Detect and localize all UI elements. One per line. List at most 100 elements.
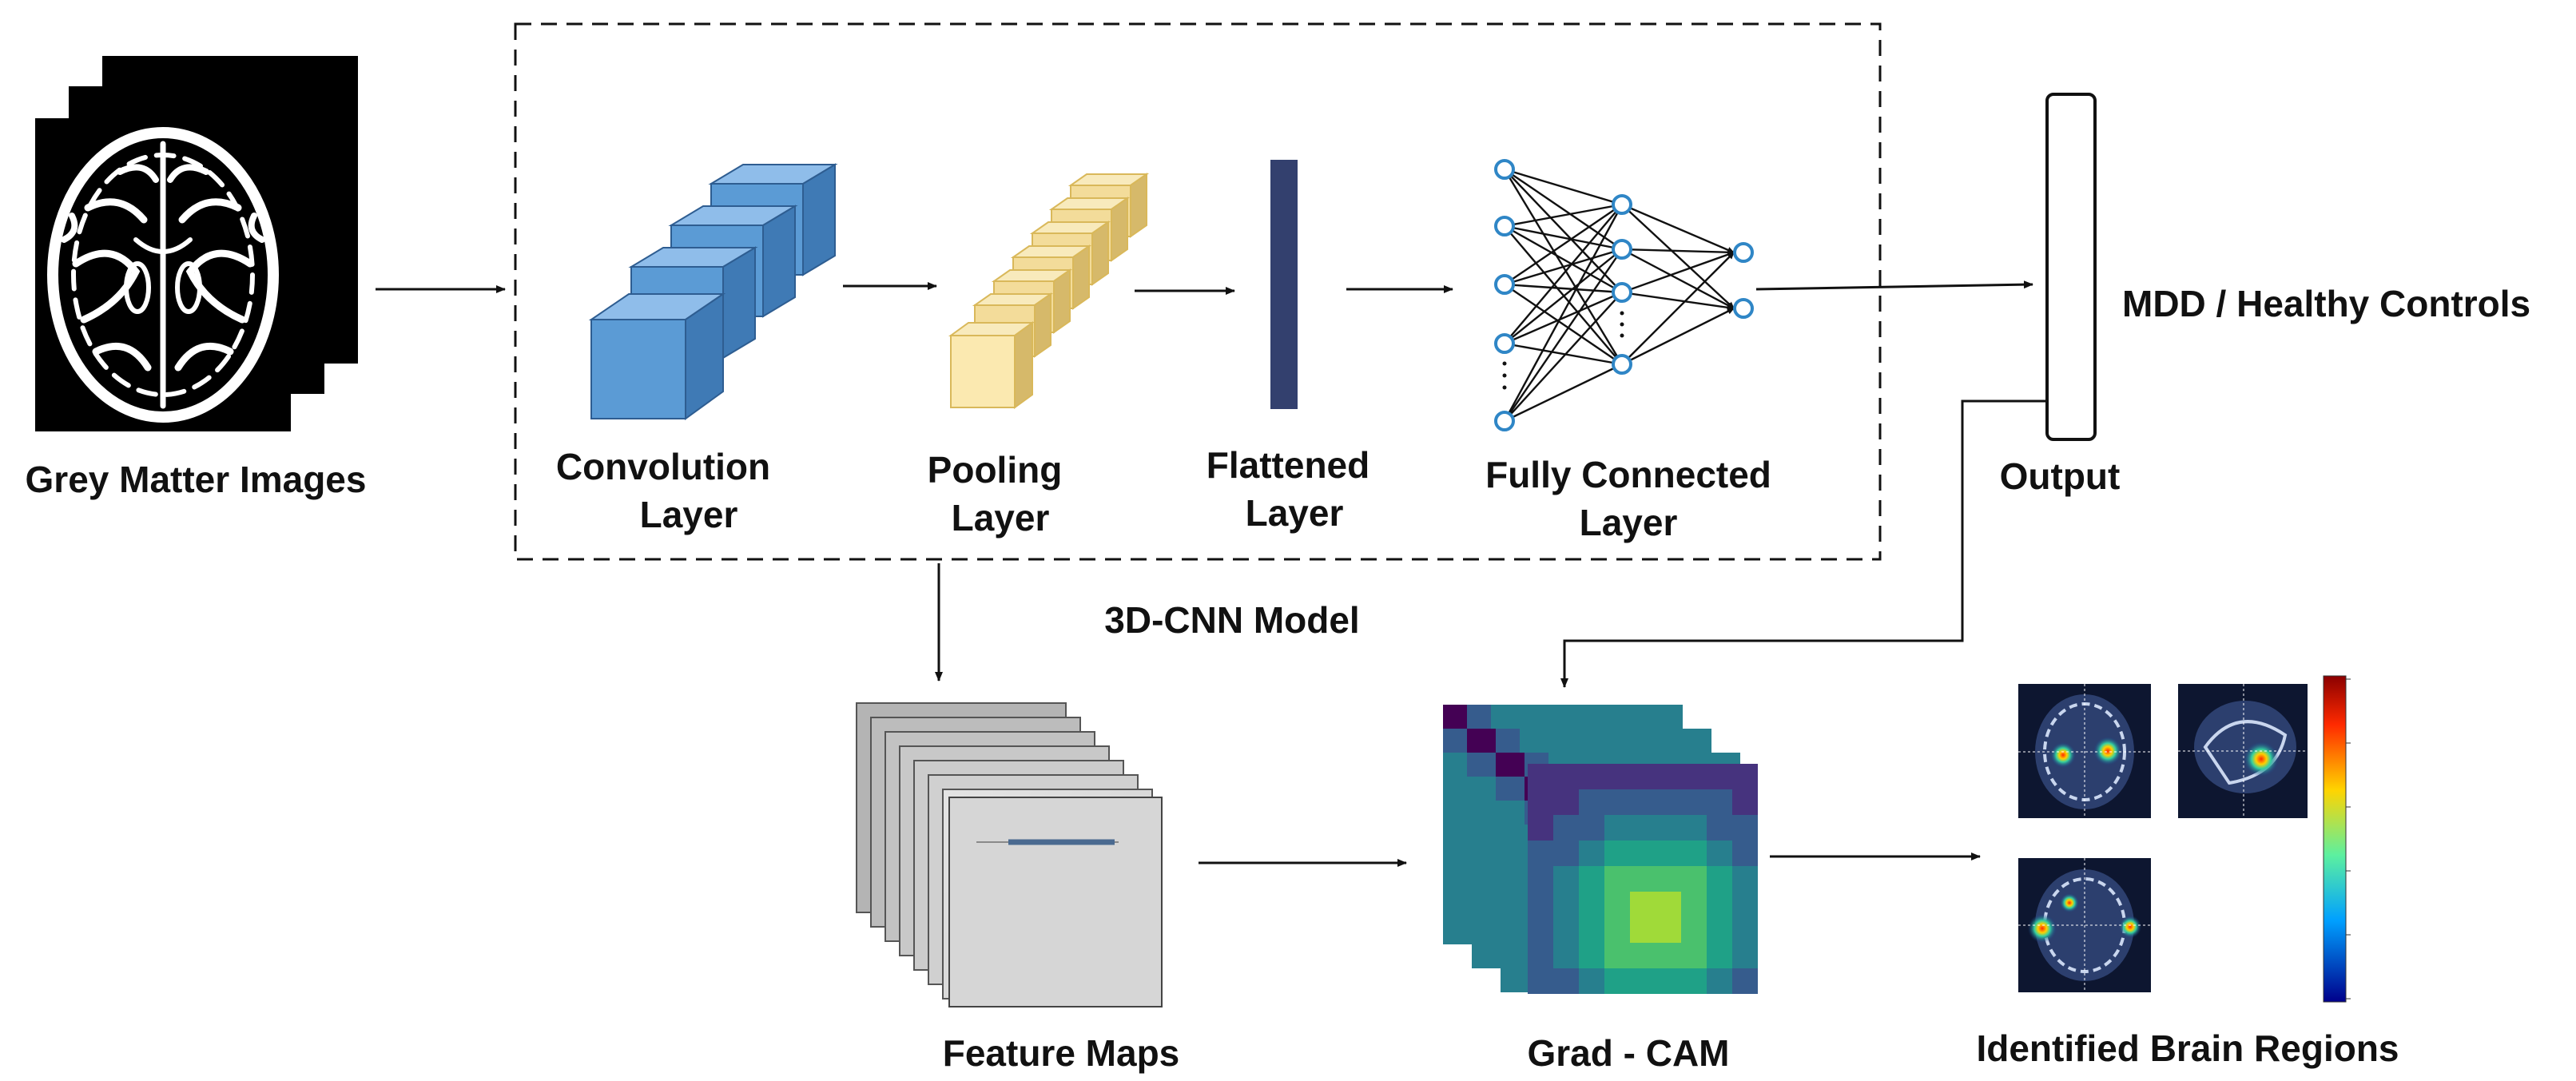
pooling-layer-cubes: [948, 173, 1150, 409]
arrow-fc-to-output: [1755, 280, 2033, 291]
fc-neurons: [1494, 159, 1754, 431]
heatmap-cell: [1604, 841, 1630, 866]
heatmap-cell: [1579, 815, 1604, 841]
pool-cube: [948, 321, 1036, 409]
feature-maps-label: Feature Maps: [943, 1032, 1180, 1074]
neuron-hidden: [1612, 354, 1632, 375]
heatmap-cell: [1491, 705, 1515, 729]
heatmap-cell: [1579, 917, 1604, 943]
heatmap-cell: [1681, 917, 1707, 943]
brain-slice-sagittal: [2178, 684, 2308, 818]
flattened-layer-label-line1: Flattened: [1207, 444, 1369, 486]
heatmap-cell: [1688, 729, 1711, 753]
output-label: Output: [2000, 455, 2121, 497]
heatmap-cell: [1544, 729, 1568, 753]
heatmap-cell: [1553, 815, 1579, 841]
heatmap-cell: [1630, 789, 1656, 815]
heatmap-cell: [1630, 917, 1656, 943]
feature-maps-stack: [856, 702, 1163, 1007]
heatmap-cell: [1501, 920, 1525, 944]
heatmap-cell: [1707, 841, 1732, 866]
heatmap-cell: [1579, 764, 1604, 789]
heatmap-cell: [1681, 815, 1707, 841]
heatmap-cell: [1579, 841, 1604, 866]
heatmap-cell: [1732, 841, 1758, 866]
heatmap-cell: [1732, 917, 1758, 943]
convolution-layer-cubes: [588, 163, 838, 420]
heatmap-cell: [1732, 892, 1758, 917]
heatmap-cell: [1528, 815, 1553, 841]
heatmap-cell: [1496, 729, 1520, 753]
heatmap-cell: [1604, 866, 1630, 892]
heatmap-cell: [1528, 943, 1553, 968]
heatmap-cell: [1553, 789, 1579, 815]
neuron-input: [1494, 159, 1515, 180]
heatmap-cell: [1587, 705, 1611, 729]
heatmap-cell: [1443, 729, 1467, 753]
heatmap-cell: [1553, 917, 1579, 943]
heatmap-cell: [1472, 896, 1496, 920]
fully-connected-layer-label-line2: Layer: [1580, 502, 1678, 543]
heatmap-cell: [1732, 789, 1758, 815]
brain-grey-matter-icon: [47, 127, 279, 423]
heatmap-cell: [1472, 920, 1496, 944]
heatmap-cell: [1539, 705, 1563, 729]
heatmap-cell: [1656, 841, 1681, 866]
neuron-hidden: [1612, 194, 1632, 215]
heatmap-cell: [1528, 866, 1553, 892]
heatmap-cell: [1472, 801, 1496, 825]
heatmap-cell: [1707, 815, 1732, 841]
heatmap-cell: [1528, 789, 1553, 815]
heatmap-cell: [1501, 968, 1525, 992]
gradcam-heatmap: [1443, 705, 1758, 994]
fully-connected-layer-label-line1: Fully Connected: [1485, 454, 1771, 495]
heatmap-cell: [1732, 764, 1758, 789]
heatmap-cell: [1520, 729, 1544, 753]
heatmap-cell: [1472, 825, 1496, 849]
heatmap-cell: [1630, 764, 1656, 789]
neuron-hidden: [1612, 239, 1632, 260]
heatmap-cell: [1656, 789, 1681, 815]
neuron-input: [1494, 274, 1515, 295]
heatmap-cell: [1681, 943, 1707, 968]
heatmap-cell: [1604, 764, 1630, 789]
identified-brain-regions-label: Identified Brain Regions: [1976, 1027, 2399, 1069]
heatmap-cell: [1501, 801, 1525, 825]
heatmap-cell: [1553, 764, 1579, 789]
colorbar-ticks: [2346, 678, 2351, 1000]
heatmap-cell: [1640, 729, 1664, 753]
heatmap-cell: [1664, 729, 1688, 753]
heatmap-cell: [1501, 896, 1525, 920]
output-box: [2045, 93, 2097, 441]
heatmap-cell: [1568, 729, 1592, 753]
heatmap-cell: [1443, 920, 1467, 944]
heatmap-cell: [1501, 753, 1525, 777]
heatmap-cell: [1616, 729, 1640, 753]
heatmap-cell: [1681, 764, 1707, 789]
heatmap-cell: [1443, 753, 1467, 777]
heatmap-cell: [1528, 892, 1553, 917]
convolution-layer-label-line1: Convolution: [556, 446, 770, 487]
heatmap-cell: [1443, 801, 1467, 825]
heatmap-cell: [1611, 705, 1635, 729]
heatmap-cell: [1472, 944, 1496, 968]
heatmap-cell: [1604, 815, 1630, 841]
convolution-layer-label-line2: Layer: [640, 494, 738, 535]
neuron-input: [1494, 411, 1515, 431]
heatmap-cell: [1553, 968, 1579, 994]
heatmap-cell: [1681, 841, 1707, 866]
heatmap-cell: [1515, 705, 1539, 729]
heatmap-cell: [1501, 872, 1525, 896]
heatmap-cell: [1604, 789, 1630, 815]
brain-slice-axial-bottom: [2018, 858, 2151, 992]
heatmap-cell: [1681, 789, 1707, 815]
heatmap-cell: [1707, 764, 1732, 789]
heatmap-cell: [1681, 892, 1707, 917]
neuron-output: [1733, 298, 1754, 319]
heatmap-cell: [1579, 943, 1604, 968]
heatmap-cell: [1630, 968, 1656, 994]
heatmap-cell: [1635, 705, 1659, 729]
brain-slice-axial-top: [2018, 684, 2151, 818]
heatmap-cell: [1528, 968, 1553, 994]
